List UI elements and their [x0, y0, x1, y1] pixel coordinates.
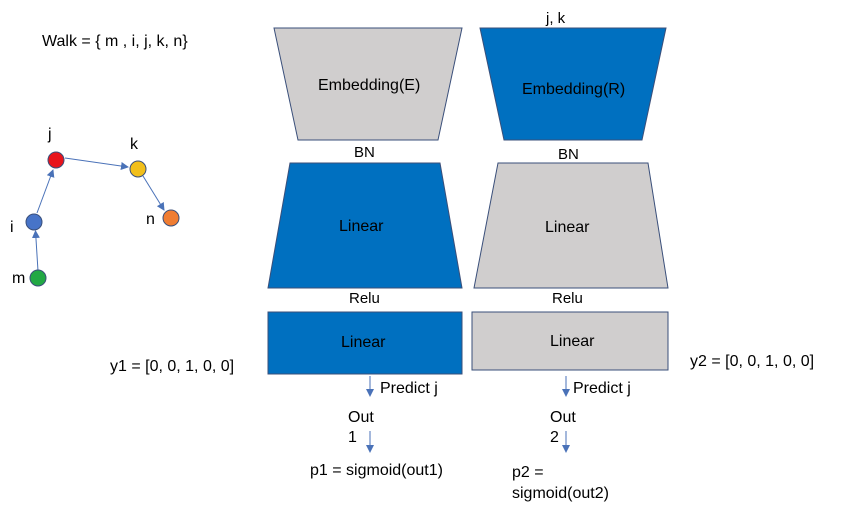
left-embedding-shape: [273, 27, 463, 141]
node-n: [162, 209, 180, 227]
right-linear1-shape: [473, 162, 669, 289]
node-label-k: k: [130, 136, 138, 153]
graph-nodes: [25, 151, 180, 287]
node-label-i: i: [10, 219, 14, 236]
edge-k-n: [142, 175, 165, 211]
left-prob-label: p1 = sigmoid(out1): [310, 462, 443, 479]
right-context-label: j, k: [546, 10, 566, 27]
right-linear2-shape: [471, 311, 669, 371]
node-m: [29, 269, 47, 287]
left-stack: [267, 27, 463, 453]
edge-j-k: [64, 157, 129, 170]
left-bn-label: BN: [354, 144, 375, 161]
node-label-m: m: [12, 270, 26, 287]
left-relu-label: Relu: [349, 290, 380, 307]
walk-label: Walk = { m , i, j, k, n}: [42, 33, 188, 50]
right-bn-label: BN: [558, 146, 579, 163]
node-label-n: n: [146, 211, 155, 228]
right-target-label: y2 = [0, 0, 1, 0, 0]: [690, 353, 815, 370]
edge-m-i: [31, 230, 40, 272]
left-linear1-shape: [267, 162, 463, 289]
right-linear1-label: Linear: [545, 219, 590, 236]
right-predict-label: Predict j: [573, 380, 631, 397]
right-stack: [471, 27, 669, 453]
right-prob-label: p2 = sigmoid(out2): [512, 464, 609, 502]
right-out-label: Out 2: [550, 409, 576, 446]
right-relu-label: Relu: [552, 290, 583, 307]
right-linear2-label: Linear: [550, 333, 595, 350]
node-label-j: j: [48, 126, 52, 143]
left-out-label: Out 1: [348, 409, 374, 446]
left-linear1-label: Linear: [339, 218, 384, 235]
node-j: [47, 151, 65, 169]
left-predict-label: Predict j: [380, 380, 438, 397]
left-linear2-label: Linear: [341, 334, 386, 351]
node-i: [25, 213, 43, 231]
edge-i-j: [36, 169, 55, 214]
left-embedding-label: Embedding(E): [318, 77, 421, 94]
left-linear2-shape: [267, 311, 463, 375]
right-embedding-shape: [479, 27, 667, 141]
right-embedding-label: Embedding(R): [522, 81, 626, 98]
node-k: [129, 160, 147, 178]
left-target-label: y1 = [0, 0, 1, 0, 0]: [110, 358, 235, 375]
graph-edges: [31, 157, 165, 272]
